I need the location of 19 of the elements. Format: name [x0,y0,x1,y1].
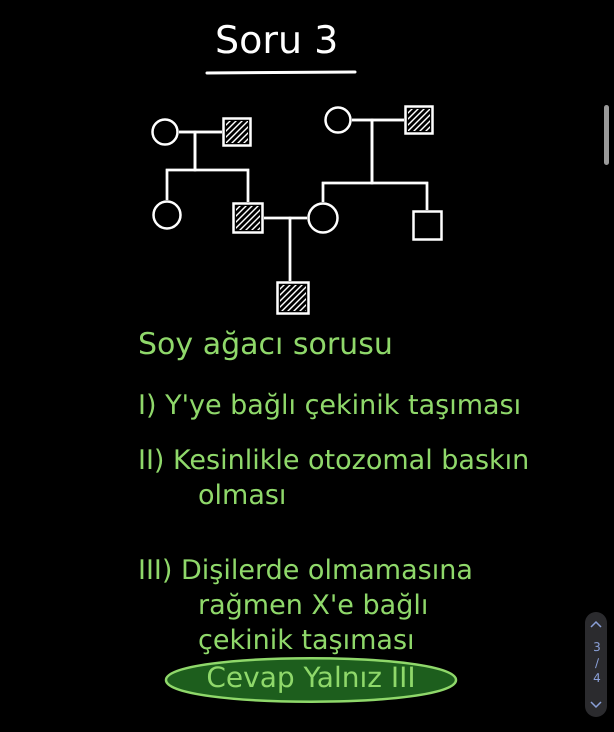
statement-text: III) Dişilerde olmamasına rağmen X'e bağlı çekinik taşıması [138,554,474,658]
title: Soru 3 [215,18,338,62]
male-symbol [412,210,443,241]
female-symbol [151,118,179,146]
affected-male-symbol [276,281,310,315]
female-symbol [307,202,339,234]
answer-text: Cevap Yalnız III [205,661,417,694]
affected-male-symbol [222,117,252,147]
descent-line [288,216,307,281]
female-symbol [324,106,352,134]
descent-line [370,118,428,210]
page-indicator-text: 3 / 4 [592,640,602,687]
heading-text: Soy ağacı sorusu [138,326,394,364]
affected-male-symbol [404,105,434,135]
descent-line [194,130,250,202]
statement-text: II) Kesinlikle otozomal baskın olması [138,444,530,514]
statement-text: I) Y'ye bağlı çekinik taşıması [138,389,522,423]
affected-male-symbol [232,202,264,234]
female-symbol [152,200,182,230]
